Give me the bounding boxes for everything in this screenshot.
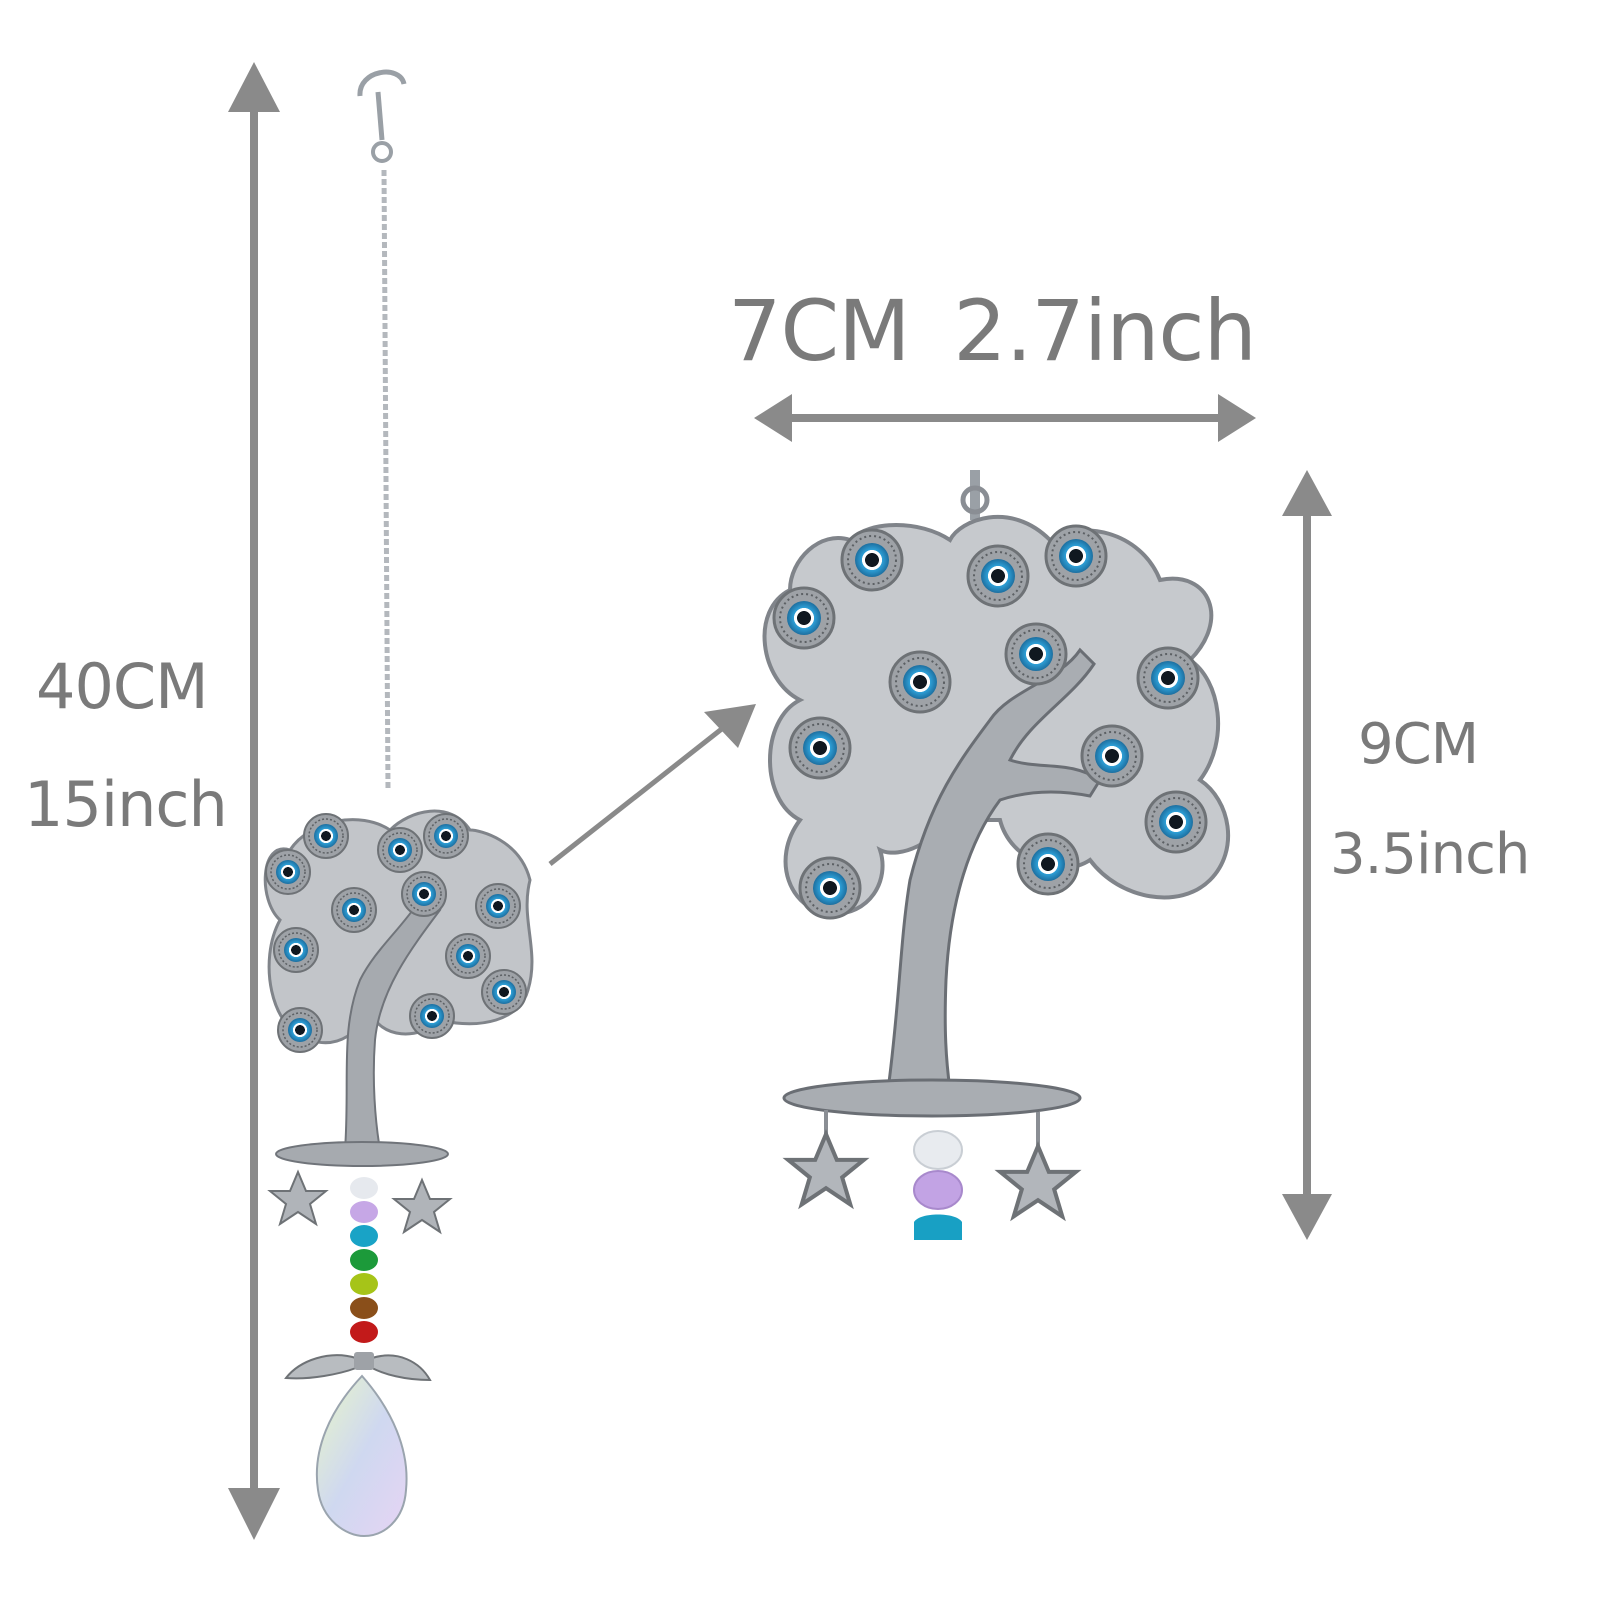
star-charm-icon xyxy=(393,1179,451,1233)
total-length-cm-label: 40CM xyxy=(36,650,209,723)
angel-wings-icon xyxy=(284,1352,432,1382)
height-cm-label: 9CM xyxy=(1358,712,1479,777)
double-arrow-vertical-icon xyxy=(228,62,280,1540)
height-inch-label: 3.5inch xyxy=(1330,822,1530,887)
tree-pendant-closeup xyxy=(762,470,1231,1240)
pointer-arrow-icon xyxy=(548,704,756,866)
star-charm-icon xyxy=(788,1134,864,1204)
width-label: 7CM 2.7inch xyxy=(728,282,1257,380)
star-charm-icon xyxy=(1000,1146,1076,1216)
star-charm-icon xyxy=(269,1171,327,1225)
hanging-ornament-full xyxy=(263,69,534,1538)
double-arrow-vertical-icon xyxy=(1282,470,1332,1240)
total-length-inch-label: 15inch xyxy=(24,768,228,841)
double-arrow-horizontal-icon xyxy=(754,394,1256,442)
